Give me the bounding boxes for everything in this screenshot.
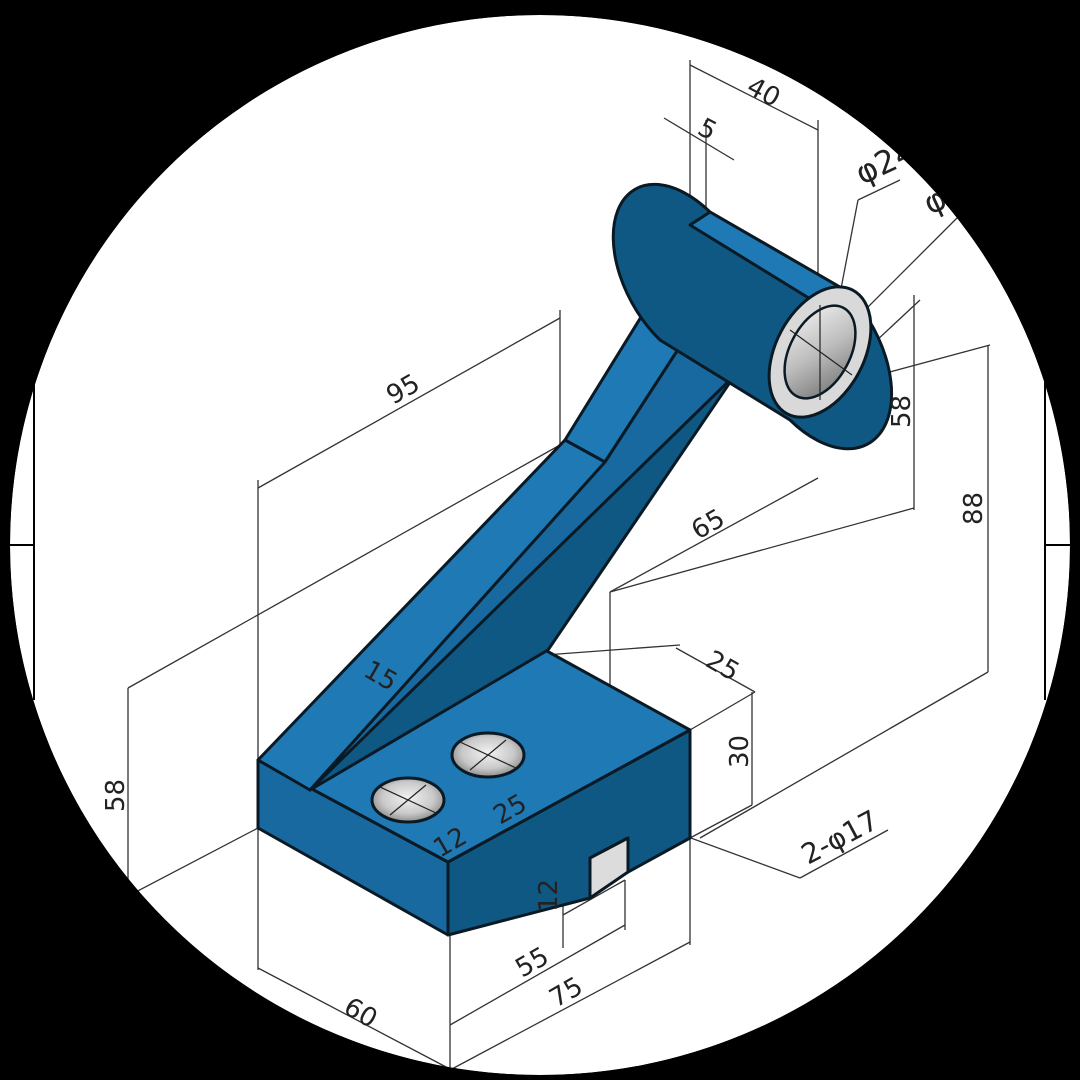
dim-12-slot: 12 (534, 879, 564, 912)
dim-30: 30 (725, 735, 755, 768)
dimension-lines (127, 60, 991, 1075)
dim-58-left: 58 (101, 779, 131, 812)
dim-88: 88 (959, 492, 989, 525)
dim-58-right: 58 (887, 395, 917, 428)
bracket-part (256, 182, 894, 937)
